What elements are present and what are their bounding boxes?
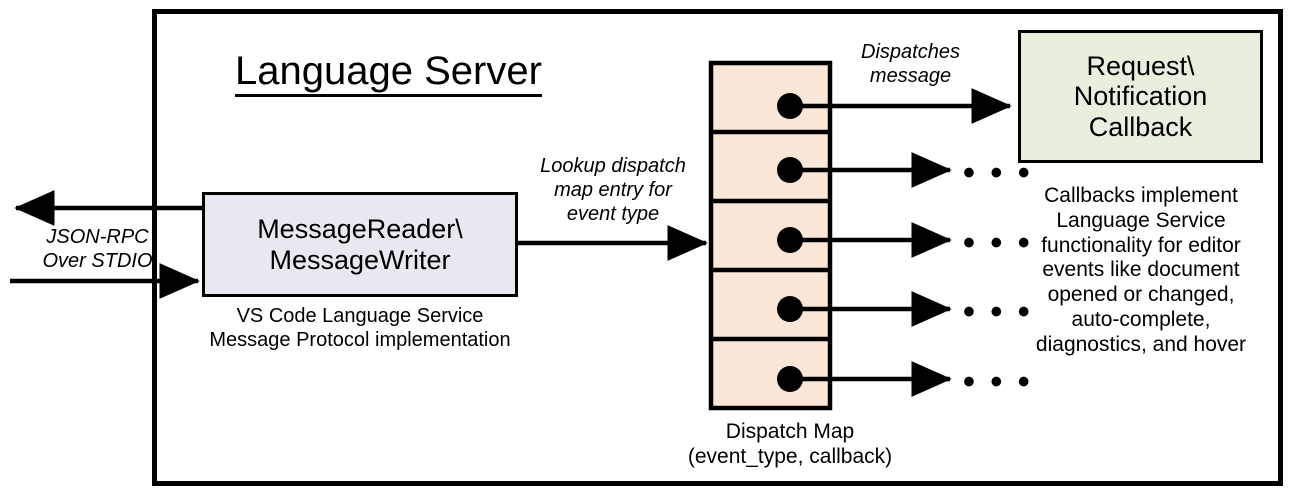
dispatch-row-4-dot: [777, 296, 803, 322]
language-server-boundary: [152, 9, 1283, 486]
annotation-json-rpc: JSON-RPC Over STDIO: [42, 226, 153, 272]
dispatch-map-caption: Dispatch Map (event_type, callback): [687, 420, 893, 468]
annotation-lookup-dispatch: Lookup dispatch map entry for event type: [540, 155, 686, 225]
message-reader-writer-node[interactable]: MessageReader\ MessageWriter: [202, 192, 518, 297]
ellipsis-row-2: • • •: [963, 154, 1033, 192]
request-notification-callback-label: Request\ Notification Callback: [1073, 51, 1208, 142]
dispatch-row-2-dot: [777, 157, 803, 183]
request-notification-callback-node[interactable]: Request\ Notification Callback: [1018, 30, 1263, 163]
dispatch-map-table: [708, 60, 833, 411]
message-reader-writer-label: MessageReader\ MessageWriter: [257, 214, 463, 275]
dispatch-row-5-dot: [777, 366, 803, 392]
callback-description-caption: Callbacks implement Language Service fun…: [1035, 184, 1247, 356]
ellipsis-row-3: • • •: [963, 224, 1033, 262]
page-title: Language Server: [235, 50, 542, 97]
ellipsis-row-4: • • •: [963, 293, 1033, 331]
annotation-dispatches-message: Dispatches message: [861, 41, 960, 87]
dispatch-row-1-dot: [777, 93, 803, 119]
message-reader-writer-caption: VS Code Language Service Message Protoco…: [209, 305, 511, 351]
ellipsis-row-5: • • •: [963, 363, 1033, 401]
dispatch-row-3-dot: [777, 227, 803, 253]
